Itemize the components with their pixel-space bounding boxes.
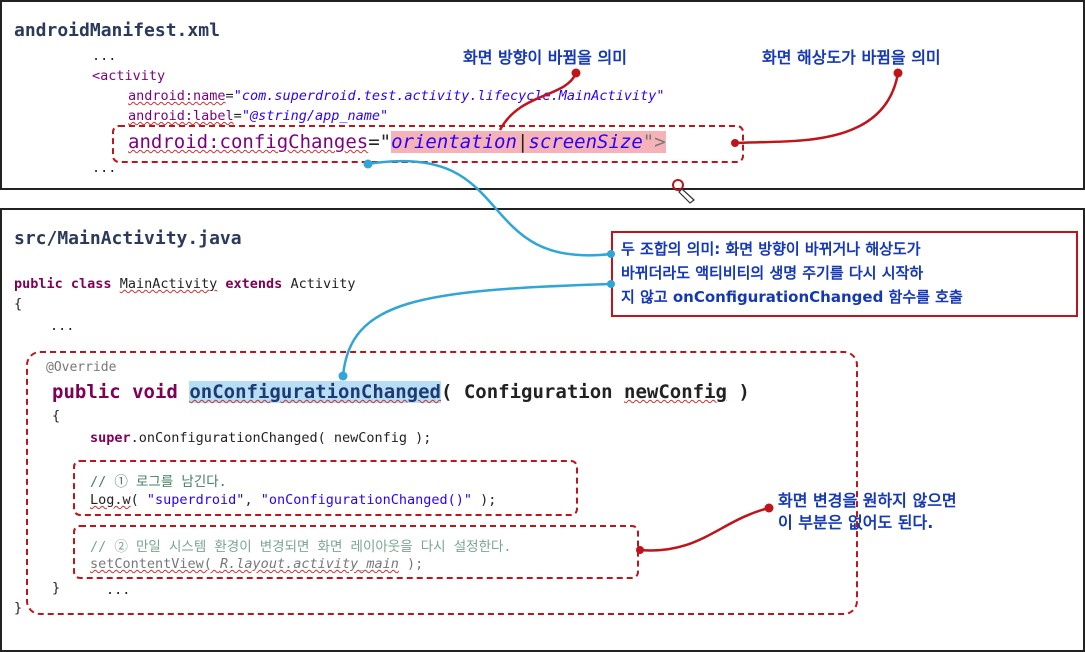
activity-tag: <activity: [92, 68, 166, 84]
method-params-close: ): [726, 381, 750, 403]
setcontent-prefix: setContentView(: [90, 556, 221, 572]
callout-optional-line-2: 이 부분은 없어도 된다.: [778, 513, 934, 532]
method-signature-line: public void onConfigurationChanged( Conf…: [52, 381, 750, 403]
name-attr: android:name: [128, 88, 226, 104]
setcontent-arg: R.layout.activity_main: [220, 556, 399, 572]
kw-extends: extends: [225, 276, 283, 292]
method-params-open: ( Configuration: [440, 381, 613, 403]
config-attr: android:configChanges: [128, 131, 369, 153]
kw-void: void: [132, 381, 178, 403]
class-decl-line: public class MainActivity extends Activi…: [14, 276, 355, 292]
name-value: "com.superdroid.test.activity.lifecycle.…: [233, 88, 665, 104]
method-brace-close: }: [52, 580, 61, 596]
log-comma: ,: [244, 492, 261, 508]
log-arg-message: "onConfigurationChanged()": [260, 492, 473, 508]
label-eq: =: [233, 108, 242, 124]
config-changes-line: android:configChanges="orientation|scree…: [128, 131, 666, 153]
config-screensize: screenSize: [528, 131, 643, 153]
connector-optional-dot: [764, 503, 774, 513]
label-value: "@string/app_name": [241, 108, 389, 124]
manifest-dots-bottom: ...: [92, 160, 117, 176]
config-eq: =": [368, 131, 392, 153]
connector-orientation: [498, 72, 578, 131]
java-dots-2: ...: [106, 582, 131, 598]
param-name: newConfig: [624, 381, 727, 403]
callout-screensize: 화면 해상도가 바뀜을 의미: [762, 48, 941, 67]
comment-layout: // ② 만일 시스템 환경이 변경되면 화면 레이아웃을 다시 설정한다.: [90, 539, 512, 555]
connector-optional: [639, 506, 770, 552]
config-changes-highlight-box: [112, 125, 744, 163]
mouse-cursor-icon: [672, 179, 695, 204]
connector-orientation-dot: [571, 68, 581, 78]
config-orientation: orientation: [391, 131, 517, 153]
class-brace-open: {: [14, 296, 23, 312]
log-arg-tag: "superdroid": [146, 492, 245, 508]
connector-screensize: [735, 72, 900, 145]
log-call-open: (: [130, 492, 147, 508]
config-pipe: |: [516, 131, 529, 153]
manifest-title: androidManifest.xml: [14, 20, 220, 41]
class-name: MainActivity: [119, 276, 218, 292]
java-dots-1: ...: [50, 318, 75, 334]
super-class: Activity: [290, 276, 356, 292]
comment-log: // ① 로그를 남긴다.: [90, 474, 227, 490]
label-attr: android:label: [128, 108, 234, 124]
connector-method-dot: [338, 371, 348, 381]
override-annotation: @Override: [46, 360, 117, 375]
log-call-line: Log.w( "superdroid", "onConfigurationCha…: [90, 492, 496, 508]
super-call: .onConfigurationChanged( newConfig );: [130, 430, 432, 446]
manifest-dots-top: ...: [92, 48, 117, 64]
activity-name-line: android:name="com.superdroid.test.activi…: [128, 88, 664, 104]
log-call-close: );: [472, 492, 497, 508]
setcontent-close: );: [398, 556, 424, 572]
connector-config-dot: [363, 159, 373, 169]
config-end: ">: [642, 131, 666, 153]
explanation-note-box: 두 조합의 의미: 화면 방향이 바뀌거나 해상도가 바뀌더라도 액티비티의 생…: [611, 231, 1078, 317]
connector-note-dot-top: [607, 250, 615, 258]
method-highlight-box: [26, 351, 858, 615]
note-line-2: 바뀌더라도 액티비티의 생명 주기를 다시 시작하: [621, 264, 924, 282]
log-call-prefix: Log.w: [90, 492, 131, 508]
connector-note-dot-bottom: [607, 280, 615, 288]
connector-config-to-note: [367, 159, 612, 257]
setcontent-line: setContentView( R.layout.activity_main )…: [90, 556, 423, 572]
class-brace-close: }: [14, 600, 23, 616]
callout-optional-line-1: 화면 변경을 원하지 않으면: [778, 491, 957, 510]
kw-public: public: [14, 276, 63, 292]
kw-super: super: [90, 430, 131, 446]
kw-class: class: [70, 276, 112, 292]
kw-public-method: public: [52, 381, 121, 403]
connector-screensize-end-dot: [731, 139, 739, 147]
log-code-box: [73, 460, 578, 516]
activity-label-line: android:label="@string/app_name": [128, 108, 388, 124]
note-line-3: 지 않고 onConfigurationChanged 함수를 호출: [621, 288, 963, 306]
connector-note-to-method: [341, 282, 612, 377]
method-name: onConfigurationChanged: [189, 381, 441, 403]
java-title: src/MainActivity.java: [14, 228, 242, 249]
callout-orientation: 화면 방향이 바뀜을 의미: [463, 48, 627, 67]
super-call-line: super.onConfigurationChanged( newConfig …: [90, 430, 431, 446]
connector-screensize-dot: [893, 68, 903, 78]
method-brace-open: {: [52, 408, 61, 424]
connector-optional-end-dot: [636, 546, 644, 554]
name-eq: =: [225, 88, 234, 104]
note-line-1: 두 조합의 의미: 화면 방향이 바뀌거나 해상도가: [621, 240, 921, 258]
